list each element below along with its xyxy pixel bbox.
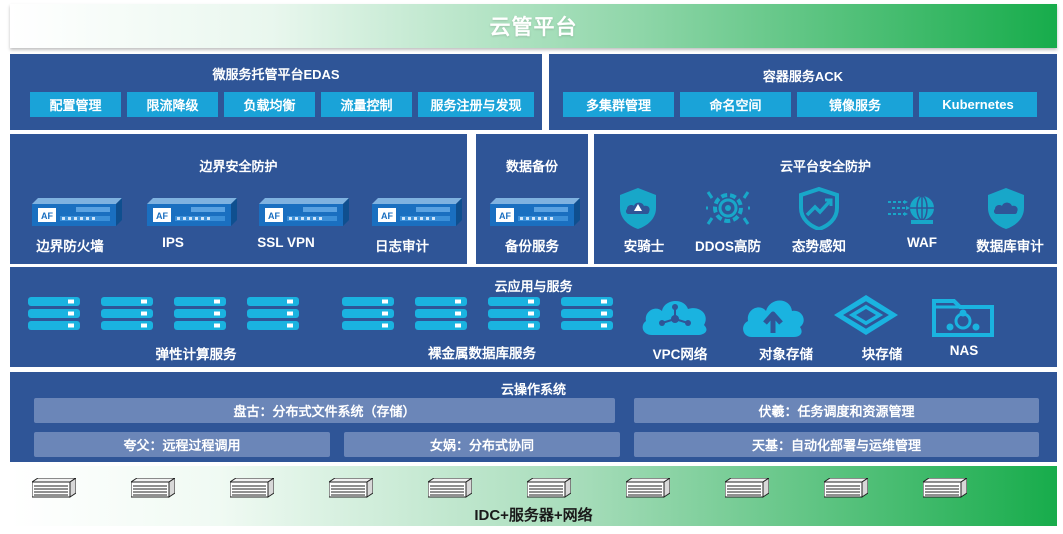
edas-chip-registry[interactable]: 服务注册与发现	[418, 92, 534, 117]
server-rack-icon	[527, 478, 571, 498]
waf-globe-icon	[888, 195, 934, 224]
os-title: 云操作系统	[500, 382, 566, 397]
server-rack-icon	[329, 478, 373, 498]
firewall-device-icon	[32, 198, 122, 226]
backup-device-icon	[490, 198, 580, 226]
edas-chip-traffic[interactable]: 流量控制	[321, 92, 412, 117]
server-rack-icon	[32, 478, 76, 498]
border-security-panel: 边界安全防护 边界防火墙 IPS SSL VPN 日志审计	[10, 134, 467, 264]
cloud-security-title: 云平台安全防护	[779, 159, 871, 174]
server-stack-icon	[488, 297, 540, 330]
server-rack-icon	[626, 478, 670, 498]
object-storage-label: 对象存储	[759, 347, 813, 362]
log-audit-device-icon	[372, 198, 462, 226]
page-title-banner: 云管平台	[10, 4, 1057, 48]
server-rack-icon	[428, 478, 472, 498]
cloud-security-panel: 云平台安全防护 安骑士 DDOS高防 态势感知 WAF 数据库审计	[594, 134, 1057, 264]
edas-chip-loadbalance[interactable]: 负载均衡	[224, 92, 315, 117]
os-bar-fuxi: 伏羲：任务调度和资源管理	[634, 398, 1039, 423]
ddos-label: DDOS高防	[694, 239, 761, 254]
ips-label: IPS	[162, 235, 184, 250]
ack-chip-multicluster[interactable]: 多集群管理	[563, 92, 674, 117]
situation-awareness-icon	[799, 186, 839, 230]
waf-label: WAF	[907, 235, 937, 250]
ddos-gear-icon	[706, 191, 750, 225]
server-stack-icon	[247, 297, 299, 330]
os-panel: 云操作系统 盘古：分布式文件系统（存储） 伏羲：任务调度和资源管理 夸父：远程过…	[10, 372, 1057, 462]
server-rack-icon	[725, 478, 769, 498]
nas-label: NAS	[949, 343, 979, 358]
bare-metal-db-label: 裸金属数据库服务	[428, 346, 536, 361]
sslvpn-label: SSL VPN	[257, 235, 315, 250]
ips-device-icon	[147, 198, 237, 226]
edas-title: 微服务托管平台EDAS	[212, 67, 340, 82]
os-bar-pangu: 盘古：分布式文件系统（存储）	[34, 398, 615, 423]
object-storage-cloud-icon	[743, 300, 804, 337]
page-title: 云管平台	[489, 16, 578, 39]
server-stack-icon	[415, 297, 467, 330]
situation-label: 态势感知	[792, 239, 846, 254]
sslvpn-device-icon	[259, 198, 349, 226]
backup-title: 数据备份	[505, 159, 558, 174]
server-rack-icon	[230, 478, 274, 498]
block-storage-icon	[834, 295, 898, 335]
server-rack-icon	[824, 478, 868, 498]
edas-chip-ratelimit[interactable]: 限流降级	[127, 92, 218, 117]
vpc-cloud-icon	[642, 300, 707, 335]
elastic-compute-label: 弹性计算服务	[155, 347, 237, 362]
border-security-title: 边界安全防护	[199, 159, 278, 174]
block-storage-label: 块存储	[861, 347, 903, 362]
server-stack-icon	[342, 297, 394, 330]
vpc-label: VPC网络	[652, 347, 708, 362]
ack-title: 容器服务ACK	[762, 69, 844, 84]
nas-folder-icon	[932, 299, 994, 337]
apps-title: 云应用与服务	[494, 279, 573, 294]
server-stack-icon	[561, 297, 613, 330]
ack-chip-image[interactable]: 镜像服务	[797, 92, 913, 117]
server-rack-icon	[923, 478, 967, 498]
ack-chip-kubernetes[interactable]: Kubernetes	[919, 92, 1037, 117]
shield-cloud-icon	[620, 188, 656, 229]
edas-panel: 微服务托管平台EDAS 配置管理 限流降级 负载均衡 流量控制 服务注册与发现	[10, 54, 542, 130]
server-stack-icon	[174, 297, 226, 330]
ack-chip-namespace[interactable]: 命名空间	[680, 92, 791, 117]
server-stack-icon	[101, 297, 153, 330]
anqishi-label: 安骑士	[623, 239, 665, 254]
backup-service-label: 备份服务	[505, 239, 559, 254]
log-audit-label: 日志审计	[375, 239, 429, 254]
os-bar-nuwa: 女娲：分布式协同	[344, 432, 620, 457]
firewall-label: 边界防火墙	[36, 239, 104, 254]
idc-label: IDC+服务器+网络	[474, 507, 593, 524]
db-audit-label: 数据库审计	[976, 239, 1044, 254]
db-audit-shield-icon	[988, 188, 1024, 229]
server-rack-icon	[131, 478, 175, 498]
server-stack-icon	[28, 297, 80, 330]
backup-panel: 数据备份 备份服务	[476, 134, 588, 264]
os-bar-tianji: 天基：自动化部署与运维管理	[634, 432, 1039, 457]
edas-chip-config[interactable]: 配置管理	[30, 92, 121, 117]
apps-panel: 云应用与服务 弹性计算服务 裸金属数据库服务 VPC网络 对象存储 块存储 NA…	[10, 267, 1057, 367]
idc-infrastructure-band: IDC+服务器+网络	[10, 466, 1057, 526]
os-bar-kuafu: 夸父：远程过程调用	[34, 432, 330, 457]
ack-panel: 容器服务ACK 多集群管理 命名空间 镜像服务 Kubernetes	[549, 54, 1057, 130]
